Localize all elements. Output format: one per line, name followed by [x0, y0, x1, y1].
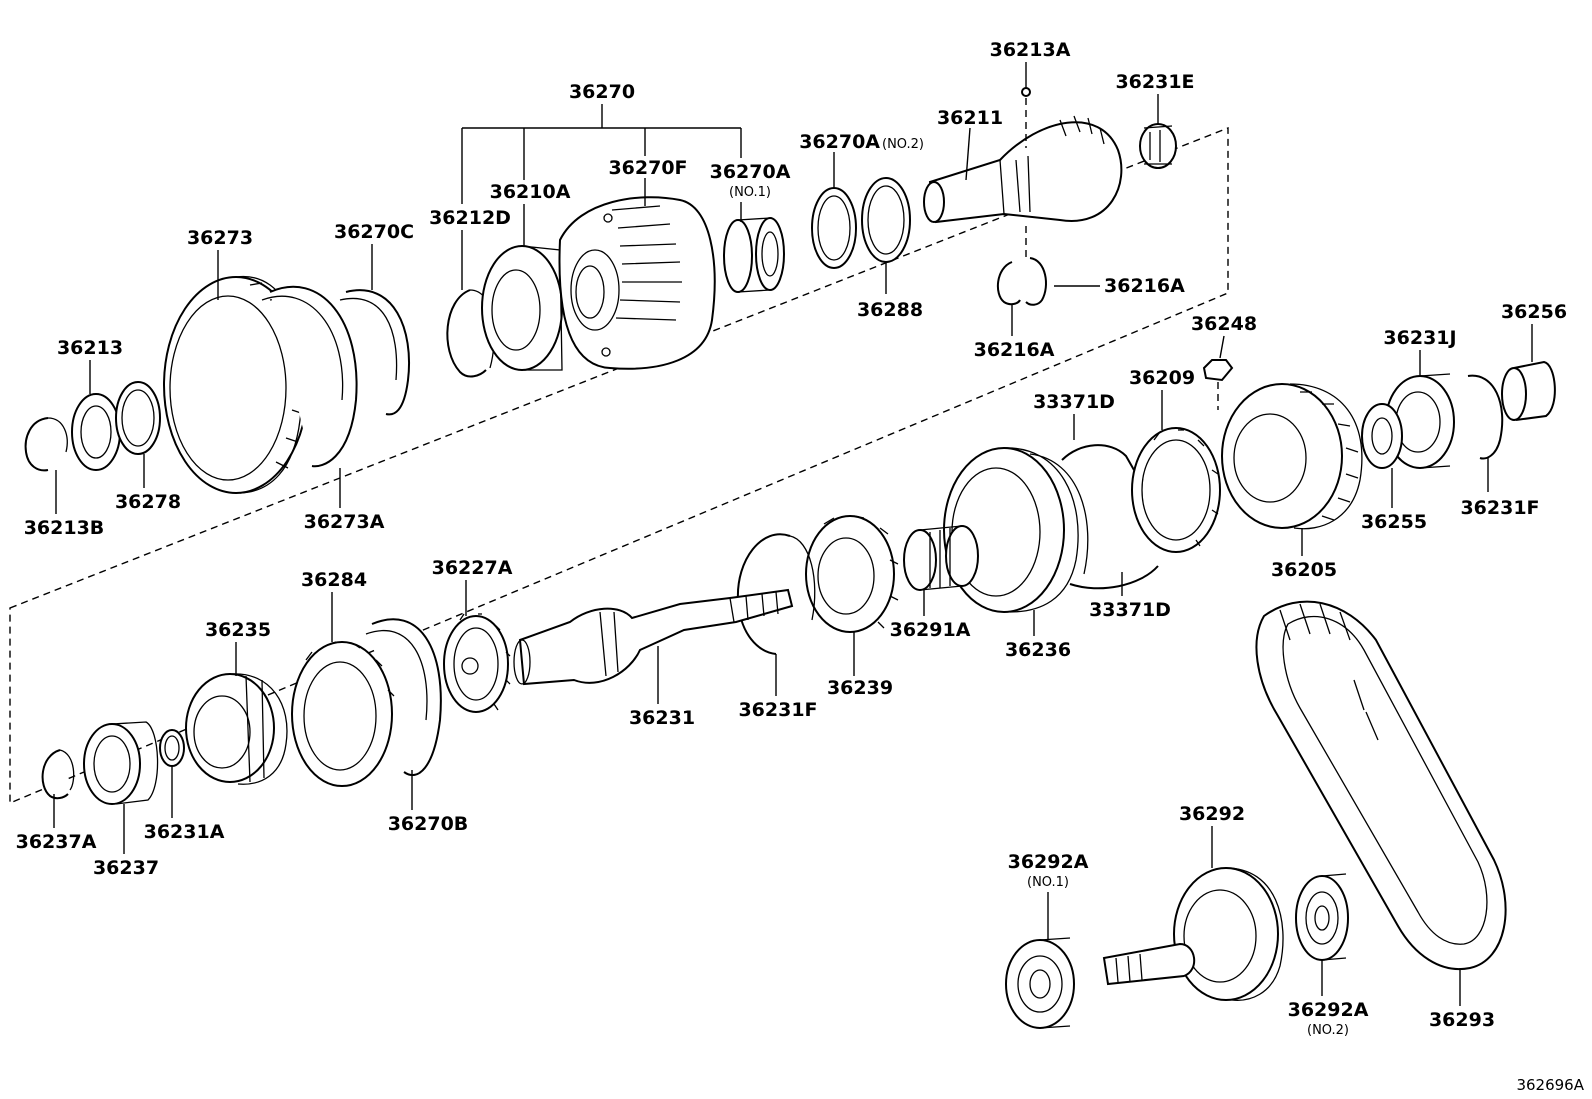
label-36231F-middle: 36231F [738, 699, 817, 721]
label-36288: 36288 [857, 299, 923, 321]
part-36270B-snap-ring[interactable] [365, 618, 442, 777]
label-36209: 36209 [1129, 367, 1195, 389]
part-36205-clutch-hub[interactable] [1221, 383, 1363, 530]
part-36231-input-shaft[interactable] [513, 588, 794, 686]
note-36292A-no1: (NO.1) [1027, 875, 1069, 890]
part-36216A-snap-rings[interactable] [996, 226, 1047, 306]
label-33371D-bottom: 33371D [1089, 599, 1171, 621]
label-36210A: 36210A [490, 181, 571, 203]
part-36227A-gear[interactable] [443, 613, 511, 713]
label-36205: 36205 [1271, 559, 1337, 581]
diagram-id: 362696A [1516, 1076, 1584, 1094]
part-36231F-snap-ring-right[interactable] [1467, 374, 1504, 460]
label-36284: 36284 [301, 569, 367, 591]
part-36237-hub-sleeve[interactable] [83, 721, 159, 805]
note-36270A-no2: (NO.2) [882, 137, 924, 152]
part-36273A-snap-ring[interactable] [261, 285, 358, 468]
part-33371D-shift-fork-spring-lower[interactable] [1069, 565, 1159, 590]
part-36213-bearing[interactable] [71, 393, 121, 471]
part-36292A-no1-bearing[interactable] [1005, 937, 1075, 1029]
label-36237: 36237 [93, 857, 159, 879]
label-36293: 36293 [1429, 1009, 1495, 1031]
part-36270F-planetary-carrier[interactable] [558, 196, 716, 370]
part-36239-gear[interactable] [805, 515, 899, 633]
part-36292A-no2-bearing[interactable] [1295, 873, 1349, 961]
label-36235: 36235 [205, 619, 271, 641]
part-36270A-no2-thrust-washer[interactable] [811, 187, 857, 269]
label-36227A: 36227A [432, 557, 513, 579]
label-36236: 36236 [1005, 639, 1071, 661]
part-33371D-shift-fork-spring-upper[interactable] [1061, 444, 1135, 471]
part-36255-thrust-washer[interactable] [1361, 403, 1403, 469]
part-36248-shift-key[interactable] [1202, 359, 1234, 410]
part-36270A-no1-needle-bearing[interactable] [723, 217, 785, 293]
label-36270F: 36270F [608, 157, 687, 179]
leader-lines [53, 62, 1533, 1006]
label-36270C: 36270C [334, 221, 414, 243]
part-36270C-snap-ring[interactable] [339, 289, 410, 416]
part-36288-thrust-washer[interactable] [861, 177, 911, 263]
label-36216A-right: 36216A [1104, 275, 1185, 297]
label-36273A: 36273A [304, 511, 385, 533]
label-36231: 36231 [629, 707, 695, 729]
label-36213B: 36213B [24, 517, 105, 539]
label-36292A-no1: 36292A [1008, 851, 1089, 873]
part-36291A-needle-bearing[interactable] [903, 525, 979, 591]
part-36292-driven-sprocket[interactable] [1102, 867, 1284, 1001]
label-36270B: 36270B [388, 813, 469, 835]
label-36211: 36211 [937, 107, 1003, 129]
note-36292A-no2: (NO.2) [1307, 1023, 1349, 1038]
assembly-boundary [9, 126, 1229, 805]
label-36256: 36256 [1501, 301, 1567, 323]
note-36270A-no1: (NO.1) [729, 185, 771, 200]
label-36270: 36270 [569, 81, 635, 103]
label-36231F-right: 36231F [1460, 497, 1539, 519]
part-labels: 36270 36213A 36231E 36211 36270A (NO.2) … [16, 39, 1585, 1094]
label-36270A-no1: 36270A [710, 161, 791, 183]
label-36278: 36278 [115, 491, 181, 513]
part-36231A-spacer[interactable] [159, 729, 185, 767]
part-36210A-sun-gear[interactable] [481, 245, 563, 371]
part-36231E-needle-bearing[interactable] [1139, 123, 1177, 169]
label-36239: 36239 [827, 677, 893, 699]
label-36213A: 36213A [990, 39, 1071, 61]
label-36248: 36248 [1191, 313, 1257, 335]
part-36211-output-shaft[interactable] [923, 115, 1123, 224]
label-36216A-bottom: 36216A [974, 339, 1055, 361]
label-36237A: 36237A [16, 831, 97, 853]
part-36213B-snap-ring[interactable] [24, 417, 68, 472]
label-36291A: 36291A [890, 619, 971, 641]
label-36231E: 36231E [1115, 71, 1194, 93]
label-36213: 36213 [57, 337, 123, 359]
part-36237A-snap-ring[interactable] [41, 749, 75, 800]
part-36284-synchronizer-ring[interactable] [291, 641, 395, 787]
label-36292: 36292 [1179, 803, 1245, 825]
label-33371D-top: 33371D [1033, 391, 1115, 413]
part-36256-bushing[interactable] [1501, 360, 1556, 421]
label-36231A: 36231A [144, 821, 225, 843]
part-36278-ring[interactable] [115, 381, 161, 455]
part-36293-drive-chain[interactable] [1255, 600, 1507, 971]
label-36231J: 36231J [1383, 327, 1456, 349]
label-36292A-no2: 36292A [1288, 999, 1369, 1021]
label-36270A-no2: 36270A [799, 131, 880, 153]
part-36235-hub[interactable] [185, 673, 288, 785]
part-36209-synchronizer-ring[interactable] [1131, 427, 1221, 553]
label-36273: 36273 [187, 227, 253, 249]
label-36255: 36255 [1361, 511, 1427, 533]
label-36212D: 36212D [429, 207, 511, 229]
